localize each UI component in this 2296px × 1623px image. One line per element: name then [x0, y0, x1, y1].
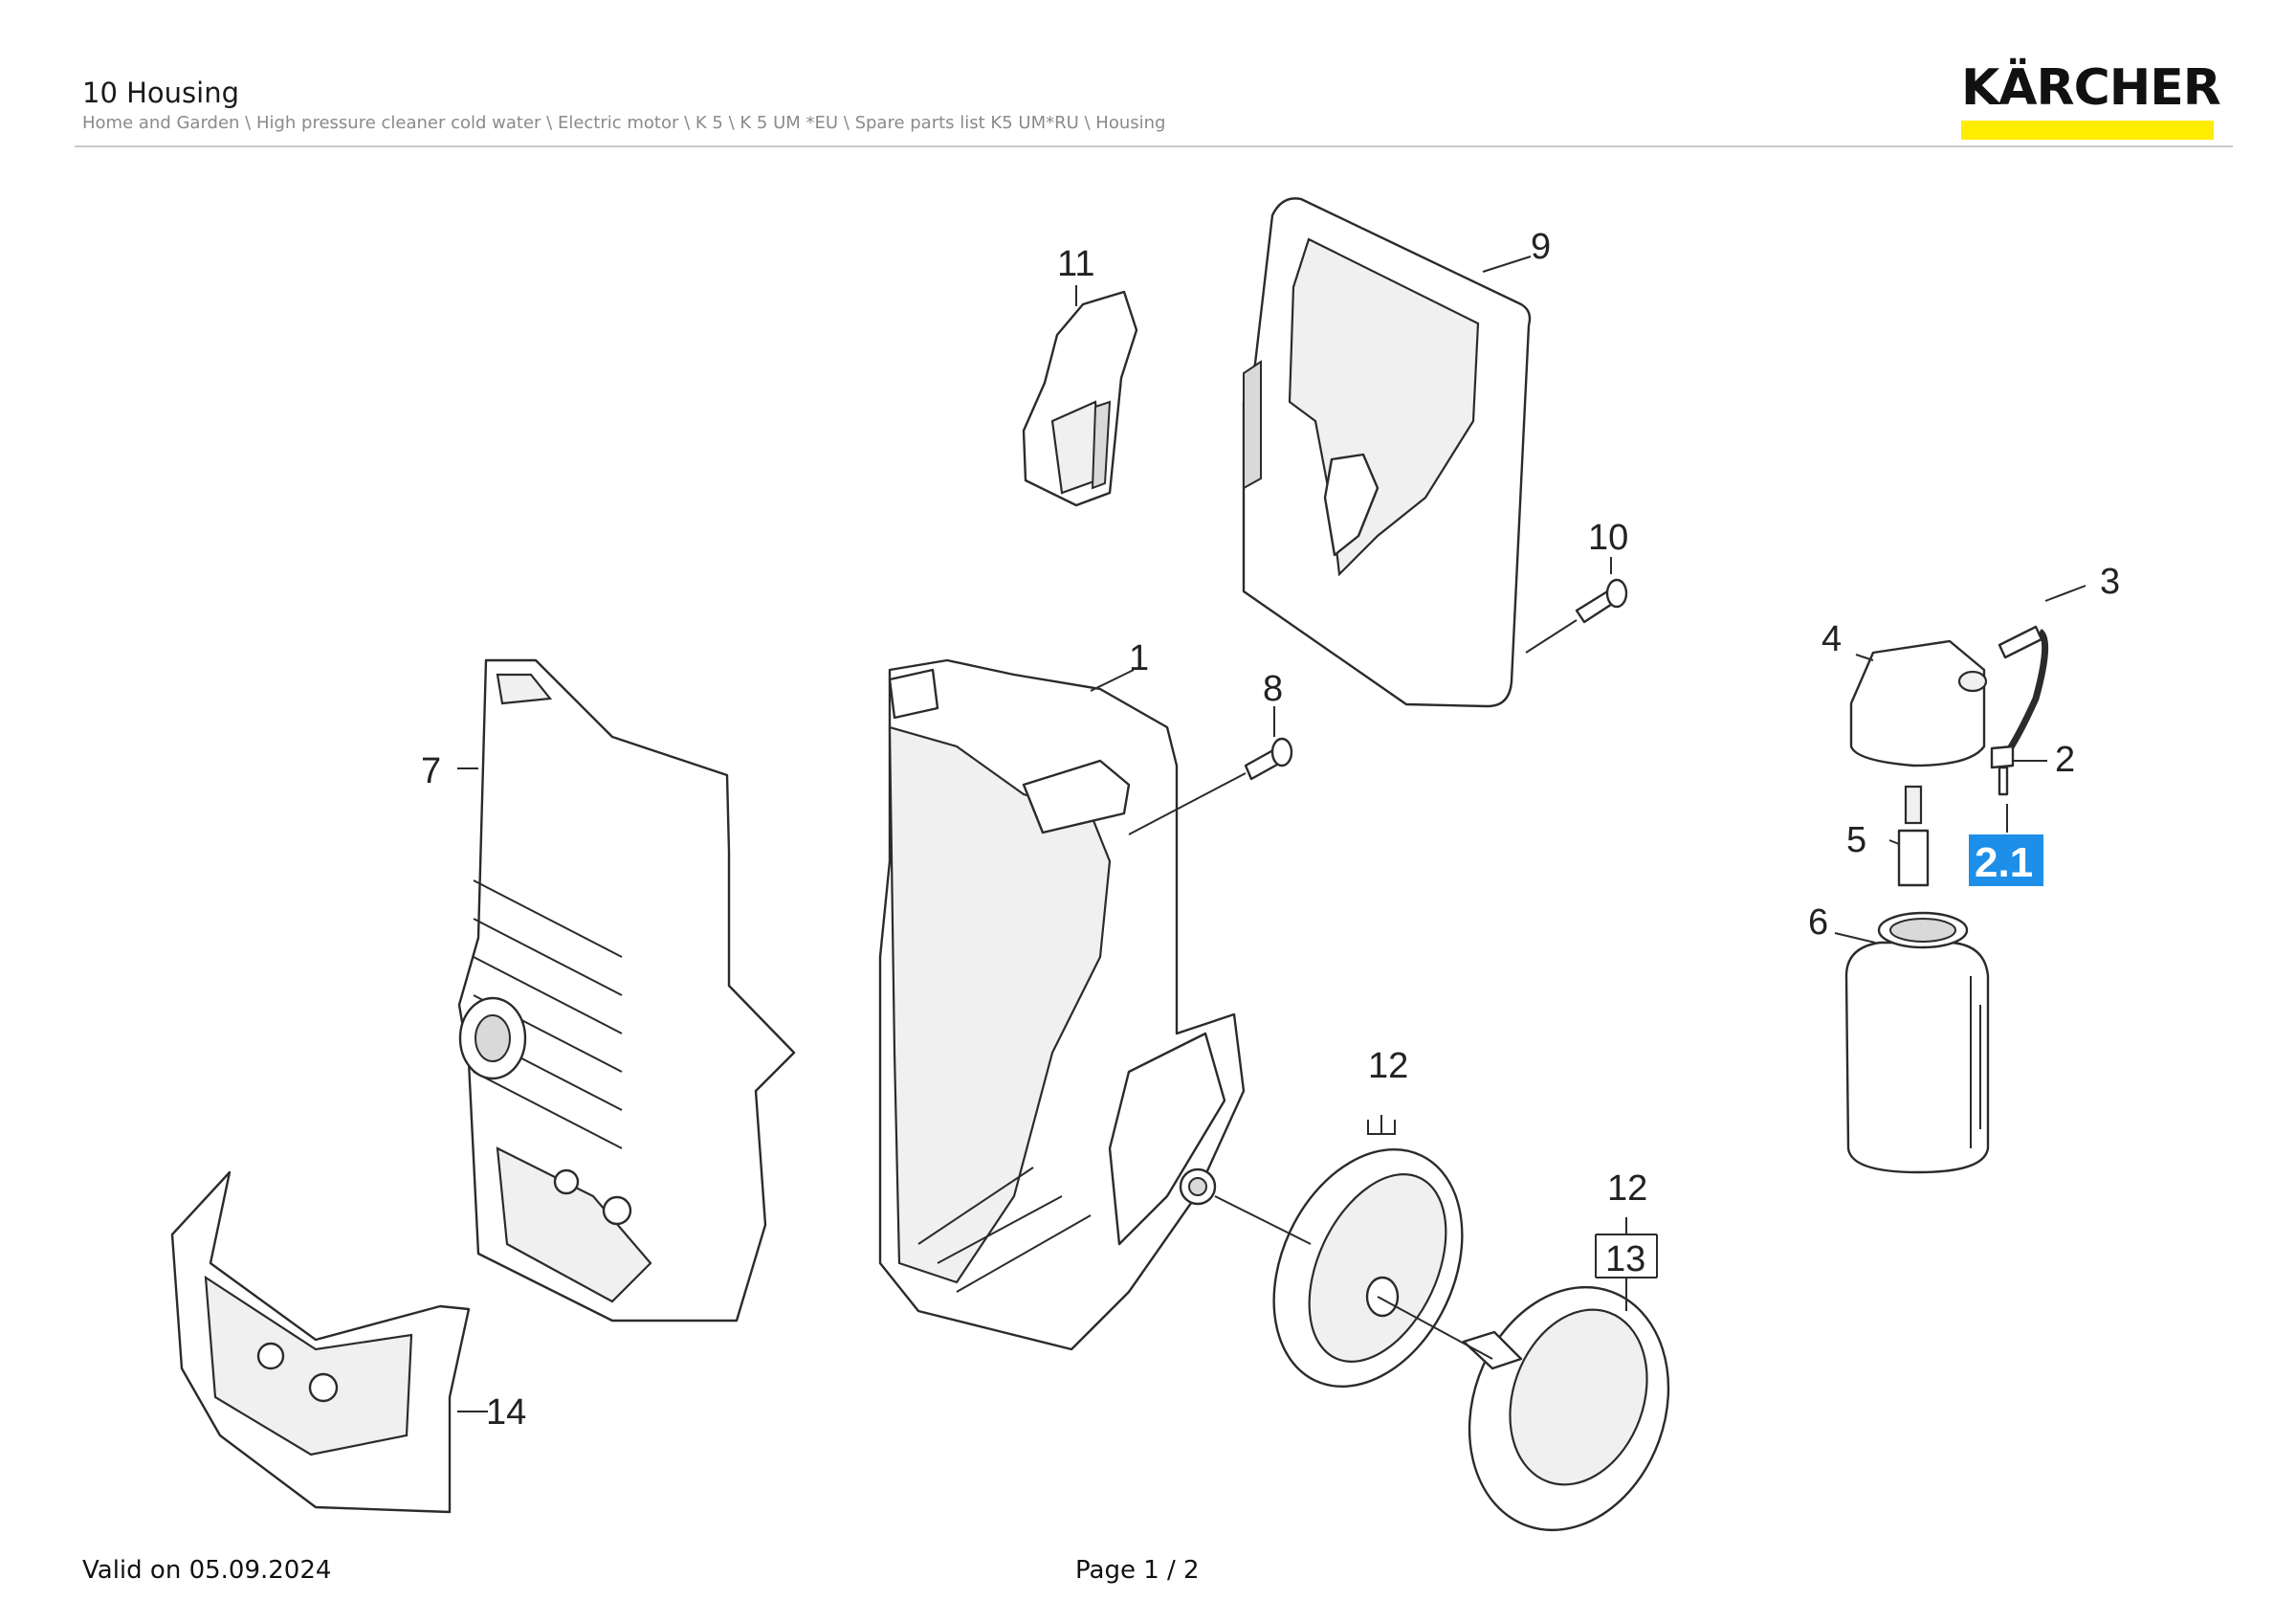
part-12-wheel[interactable] [1214, 1119, 1499, 1417]
part-3-hose[interactable] [1998, 625, 2049, 759]
callout-8[interactable]: 8 [1263, 669, 1283, 709]
callout-12-wheel[interactable]: 12 [1368, 1046, 1408, 1086]
part-10-screw[interactable] [1525, 578, 1628, 654]
callout-12-cap[interactable]: 12 [1607, 1168, 1647, 1209]
callout-2-1-highlight[interactable]: 2.1 [1969, 834, 2043, 886]
part-9-frame[interactable] [1242, 197, 1532, 708]
footer-page-number: Page 1 / 2 [1075, 1556, 1200, 1585]
callout-2[interactable]: 2 [2055, 740, 2075, 780]
callout-7[interactable]: 7 [421, 751, 441, 791]
breadcrumb: Home and Garden \ High pressure cleaner … [82, 113, 1166, 133]
page-title: 10 Housing [82, 77, 240, 109]
part-14-bottom-cover[interactable] [170, 1170, 471, 1514]
part-6-tank[interactable] [1844, 911, 1990, 1174]
part-7-front-cover[interactable] [457, 658, 796, 1323]
callout-9[interactable]: 9 [1531, 227, 1551, 267]
callout-4[interactable]: 4 [1821, 619, 1842, 659]
callout-14[interactable]: 14 [486, 1392, 526, 1433]
callout-3[interactable]: 3 [2100, 562, 2120, 602]
callout-5[interactable]: 5 [1846, 820, 1866, 860]
part-5-filter[interactable] [1897, 785, 1930, 887]
callout-13[interactable]: 13 [1605, 1239, 1645, 1279]
part-4-cap[interactable] [1849, 639, 1988, 767]
callout-11[interactable]: 11 [1057, 244, 1094, 284]
header-divider [75, 145, 2233, 147]
callout-1[interactable]: 1 [1129, 638, 1149, 678]
part-11-clip[interactable] [1022, 290, 1138, 507]
leader-lines [457, 256, 2086, 1412]
callout-2-1-label[interactable]: 2.1 [1975, 839, 2033, 886]
highlight-box [1969, 834, 2043, 886]
karcher-logo: KÄRCHER [1961, 59, 2221, 140]
callout-6[interactable]: 6 [1808, 902, 1828, 943]
part-1-main-frame[interactable] [878, 658, 1246, 1351]
part-2-valve[interactable] [1990, 745, 2015, 796]
logo-yellow-bar [1961, 121, 2214, 140]
callout-10[interactable]: 10 [1588, 518, 1628, 558]
part-13-hub-cap[interactable] [1377, 1259, 1701, 1559]
logo-wordmark: KÄRCHER [1961, 59, 2221, 117]
part-8-screw[interactable] [1128, 737, 1293, 835]
footer-valid-date: Valid on 05.09.2024 [82, 1556, 332, 1585]
